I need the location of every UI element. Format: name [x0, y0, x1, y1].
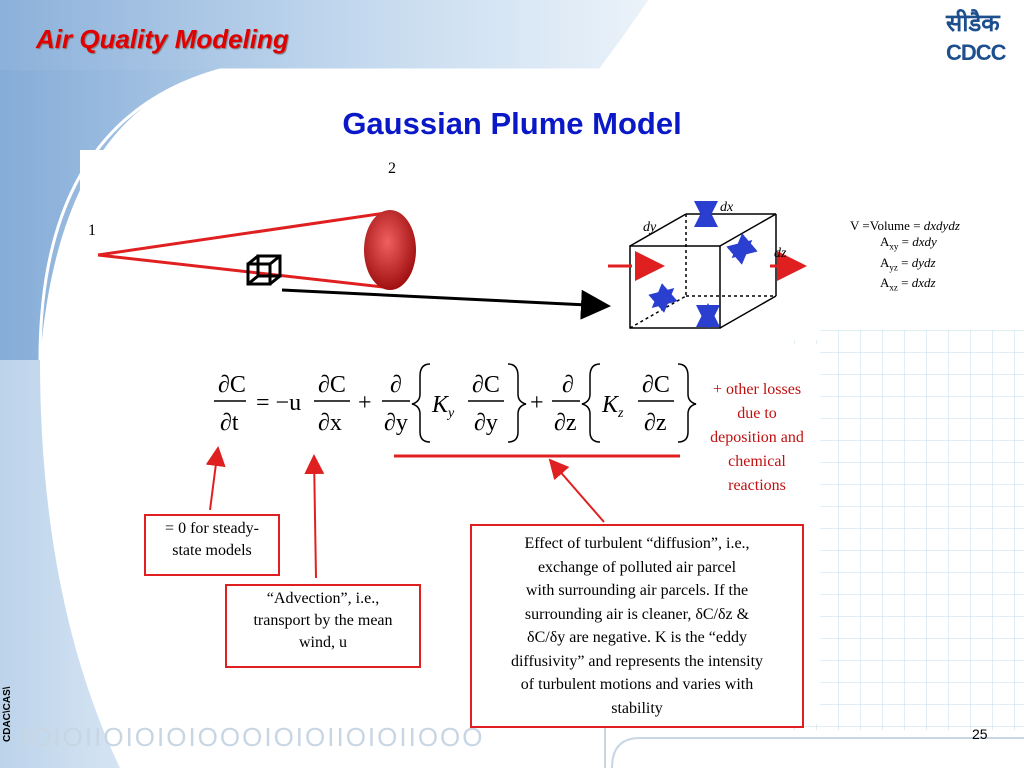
eq-dy-den: ∂y	[384, 410, 408, 436]
cdac-logo: सीडैक CDCC	[940, 6, 1020, 70]
eq-dz-den: ∂z	[554, 410, 577, 436]
eq-kz-den: ∂z	[644, 410, 667, 436]
eq-lhs-num: ∂C	[218, 372, 246, 398]
cube-label-dz: dz	[774, 246, 787, 261]
plume-cross-section	[364, 210, 416, 290]
logo-latin: CDCC	[946, 40, 1007, 65]
diffusion-arrows	[648, 201, 758, 329]
diffusion-pointer	[548, 458, 605, 523]
pointer-arrow	[281, 288, 611, 320]
eq-dz-num: ∂	[562, 372, 574, 398]
cube-label-dx: dx	[720, 200, 734, 215]
small-cube-icon	[246, 254, 282, 286]
header-title: Air Quality Modeling	[36, 24, 289, 54]
logo-devanagari: सीडैक	[946, 9, 1000, 37]
plume-label-2: 2	[388, 160, 396, 177]
area-xy-line: Axy = dxdy	[880, 234, 937, 252]
volume-definitions: V =Volume = dxdydz Axy = dxdy Ayz = dydz…	[850, 218, 960, 296]
eq-equals: = −u	[256, 390, 301, 416]
eq-plus-1: +	[358, 390, 372, 416]
eq-ky-den: ∂y	[474, 410, 498, 436]
eq-lhs-den: ∂t	[220, 410, 239, 436]
area-yz-line: Ayz = dydz	[880, 254, 936, 273]
eq-plus-2: +	[530, 390, 544, 416]
equation-graphics: ∂C ∂t = −u ∂C ∂x + ∂ ∂y Ky ∂C ∂y + ∂ ∂z …	[205, 363, 697, 579]
plume-label-1: 1	[88, 222, 96, 239]
slide-title: Gaussian Plume Model	[342, 106, 682, 141]
eq-kz-num: ∂C	[642, 372, 670, 398]
eq-adv-den: ∂x	[318, 410, 342, 436]
eq-ky: Ky	[431, 392, 455, 421]
steady-state-box: = 0 for steady-state models	[144, 514, 280, 576]
binary-decoration: IOIOIIOIOIOIOOOIOIOIIOIOIIOOO	[22, 722, 485, 752]
page-number: 25	[972, 726, 988, 742]
volume-line: V =Volume = dxdydz	[850, 218, 960, 233]
side-label: CDAC\CAS\	[2, 686, 13, 742]
eq-adv-num: ∂C	[318, 372, 346, 398]
grid-background	[794, 330, 1024, 730]
advection-pointer	[304, 454, 325, 579]
cube-label-dy: dy	[643, 220, 657, 235]
plume-diagram: 1 2 dx dy dz	[80, 150, 820, 340]
plume-diagram-graphics	[97, 201, 807, 329]
eq-dy-num: ∂	[390, 372, 402, 398]
plume-lower-edge	[97, 253, 393, 290]
eq-ky-num: ∂C	[472, 372, 500, 398]
diffusion-box: Effect of turbulent “diffusion”, i.e.,ex…	[470, 524, 804, 728]
plume-upper-edge	[97, 210, 393, 257]
area-xz-line: Axz = dxdz	[880, 275, 936, 293]
steady-pointer	[205, 446, 226, 511]
eq-kz: Kz	[601, 392, 624, 421]
